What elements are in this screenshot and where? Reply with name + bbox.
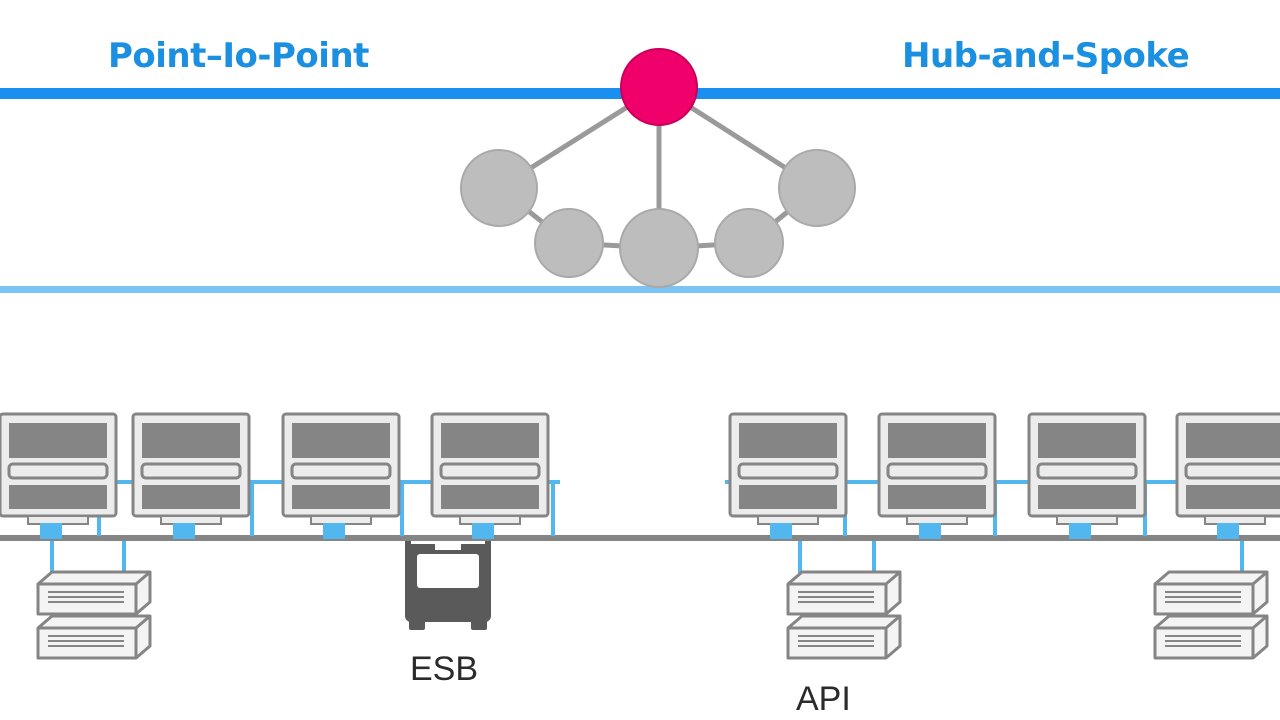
label-api: API: [796, 680, 851, 718]
spoke-node: [714, 208, 784, 278]
server-icon: [36, 570, 152, 660]
middle-band-line: [0, 286, 1280, 293]
device-row: [0, 412, 1280, 660]
connector-drop: [1240, 541, 1244, 571]
connector-drop: [250, 484, 254, 536]
monitor-icon: [281, 412, 401, 539]
title-hub-and-spoke: Hub-and-Spoke: [902, 36, 1190, 76]
monitor-icon: [430, 412, 550, 539]
title-point-to-point: Point–Io-Point: [108, 36, 369, 76]
bus-icon: [405, 544, 491, 630]
monitor-icon: [1175, 412, 1280, 539]
connector-drop: [122, 541, 126, 576]
server-icon: [1153, 570, 1269, 660]
connector-drop: [798, 541, 802, 573]
spoke-node: [460, 149, 538, 227]
monitor-icon: [1027, 412, 1147, 539]
hub-spoke-nodes: [460, 48, 856, 288]
monitor-icon: [131, 412, 251, 539]
bus-line: [0, 535, 1280, 541]
server-icon: [786, 570, 902, 660]
spoke-node: [534, 208, 604, 278]
spoke-node: [778, 149, 856, 227]
hub-node: [620, 48, 698, 126]
monitor-icon: [0, 412, 118, 539]
connector-drop: [872, 541, 876, 573]
monitor-icon: [728, 412, 848, 539]
connector-line: [0, 480, 560, 484]
label-esb: ESB: [410, 650, 479, 688]
connector-drop: [400, 484, 404, 536]
spoke-node: [619, 208, 699, 288]
connector-drop: [551, 484, 555, 536]
connector-line: [725, 480, 1280, 484]
connector-drop: [50, 541, 54, 576]
monitor-icon: [877, 412, 997, 539]
